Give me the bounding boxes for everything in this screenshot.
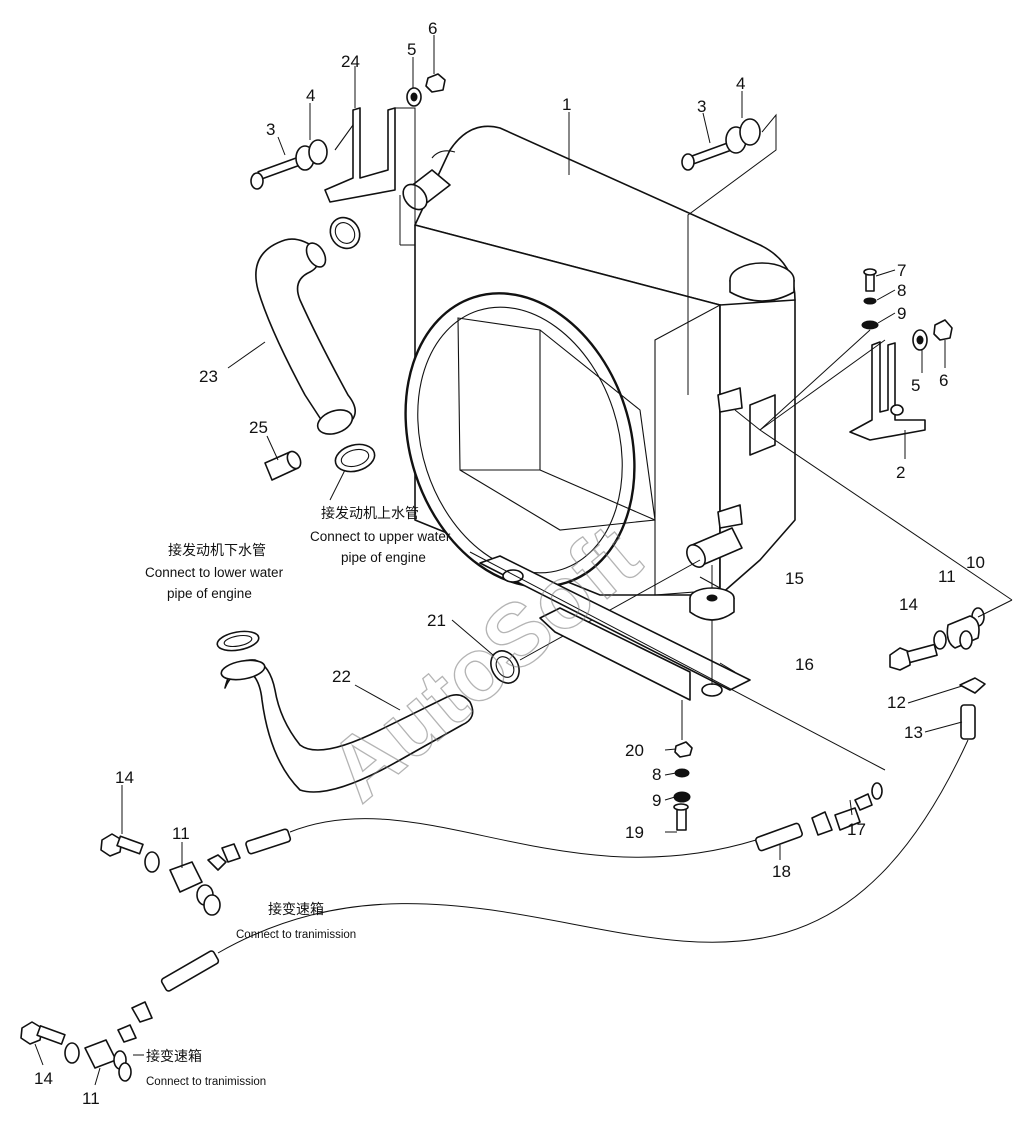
lower-hose-assembly: [216, 559, 701, 793]
label-part-4: 4: [306, 86, 315, 105]
callouts: 接发动机上水管 Connect to upper water pipe of e…: [145, 469, 451, 1088]
label-part-6: 6: [428, 19, 437, 38]
top-left-mount: [250, 73, 446, 246]
right-oil-fittings: [469, 409, 1013, 852]
label-part-4: 4: [736, 74, 745, 93]
label-part-14: 14: [34, 1069, 53, 1088]
trans-mid-en: Connect to tranimission: [236, 929, 356, 941]
label-part-16: 16: [795, 655, 814, 674]
upper-water-cn: 接发动机上水管: [321, 505, 419, 522]
label-part-12: 12: [887, 693, 906, 712]
label-part-9: 9: [897, 304, 906, 323]
label-part-25: 25: [249, 418, 268, 437]
upper-water-en-1: Connect to upper water: [310, 529, 451, 544]
part-numbers: 1 2 3 3 4 4 5 5 6 6 7 8 8 9 9 10 11 11 1…: [34, 19, 985, 1108]
bottom-bracket: [479, 555, 751, 701]
label-part-24: 24: [341, 52, 360, 71]
label-part-17: 17: [847, 820, 866, 839]
label-part-11: 11: [938, 567, 956, 586]
label-part-8: 8: [897, 281, 906, 300]
label-part-14: 14: [115, 768, 134, 787]
lower-water-en-1: Connect to lower water: [145, 565, 284, 580]
lower-water-cn: 接发动机下水管: [168, 542, 266, 559]
label-part-6: 6: [939, 371, 948, 390]
label-part-3: 3: [266, 120, 275, 139]
label-part-21: 21: [427, 611, 446, 630]
trans-mid-cn: 接变速箱: [268, 901, 324, 918]
label-part-8: 8: [652, 765, 661, 784]
label-part-19: 19: [625, 823, 644, 842]
trans-low-en: Connect to tranimission: [146, 1076, 266, 1088]
label-part-3: 3: [697, 97, 706, 116]
upper-water-en-2: pipe of engine: [341, 550, 426, 565]
label-part-9: 9: [652, 791, 661, 810]
label-part-18: 18: [772, 862, 791, 881]
mid-left-fittings: [100, 818, 757, 916]
label-part-10: 10: [966, 553, 985, 572]
label-part-1: 1: [562, 95, 571, 114]
leader-lines: [34, 35, 963, 1086]
trans-low-cn: 接变速箱: [146, 1048, 202, 1065]
label-part-5: 5: [911, 376, 920, 395]
radiator-body: [402, 125, 796, 596]
label-part-2: 2: [896, 463, 905, 482]
label-part-7: 7: [897, 261, 906, 280]
lower-water-en-2: pipe of engine: [167, 586, 252, 601]
label-part-20: 20: [625, 741, 644, 760]
label-part-14: 14: [899, 595, 918, 614]
label-part-13: 13: [904, 723, 923, 742]
label-part-11: 11: [82, 1089, 100, 1108]
bottom-fasteners: [673, 700, 693, 831]
label-part-23: 23: [199, 367, 218, 386]
right-mount: [759, 268, 953, 441]
lower-left-fittings: [20, 739, 969, 1082]
label-part-11: 11: [172, 824, 190, 843]
label-part-5: 5: [407, 40, 416, 59]
label-part-15: 15: [785, 569, 804, 588]
label-part-22: 22: [332, 667, 351, 686]
upper-hose-assembly: [255, 216, 376, 481]
top-right-mount: [681, 113, 777, 395]
